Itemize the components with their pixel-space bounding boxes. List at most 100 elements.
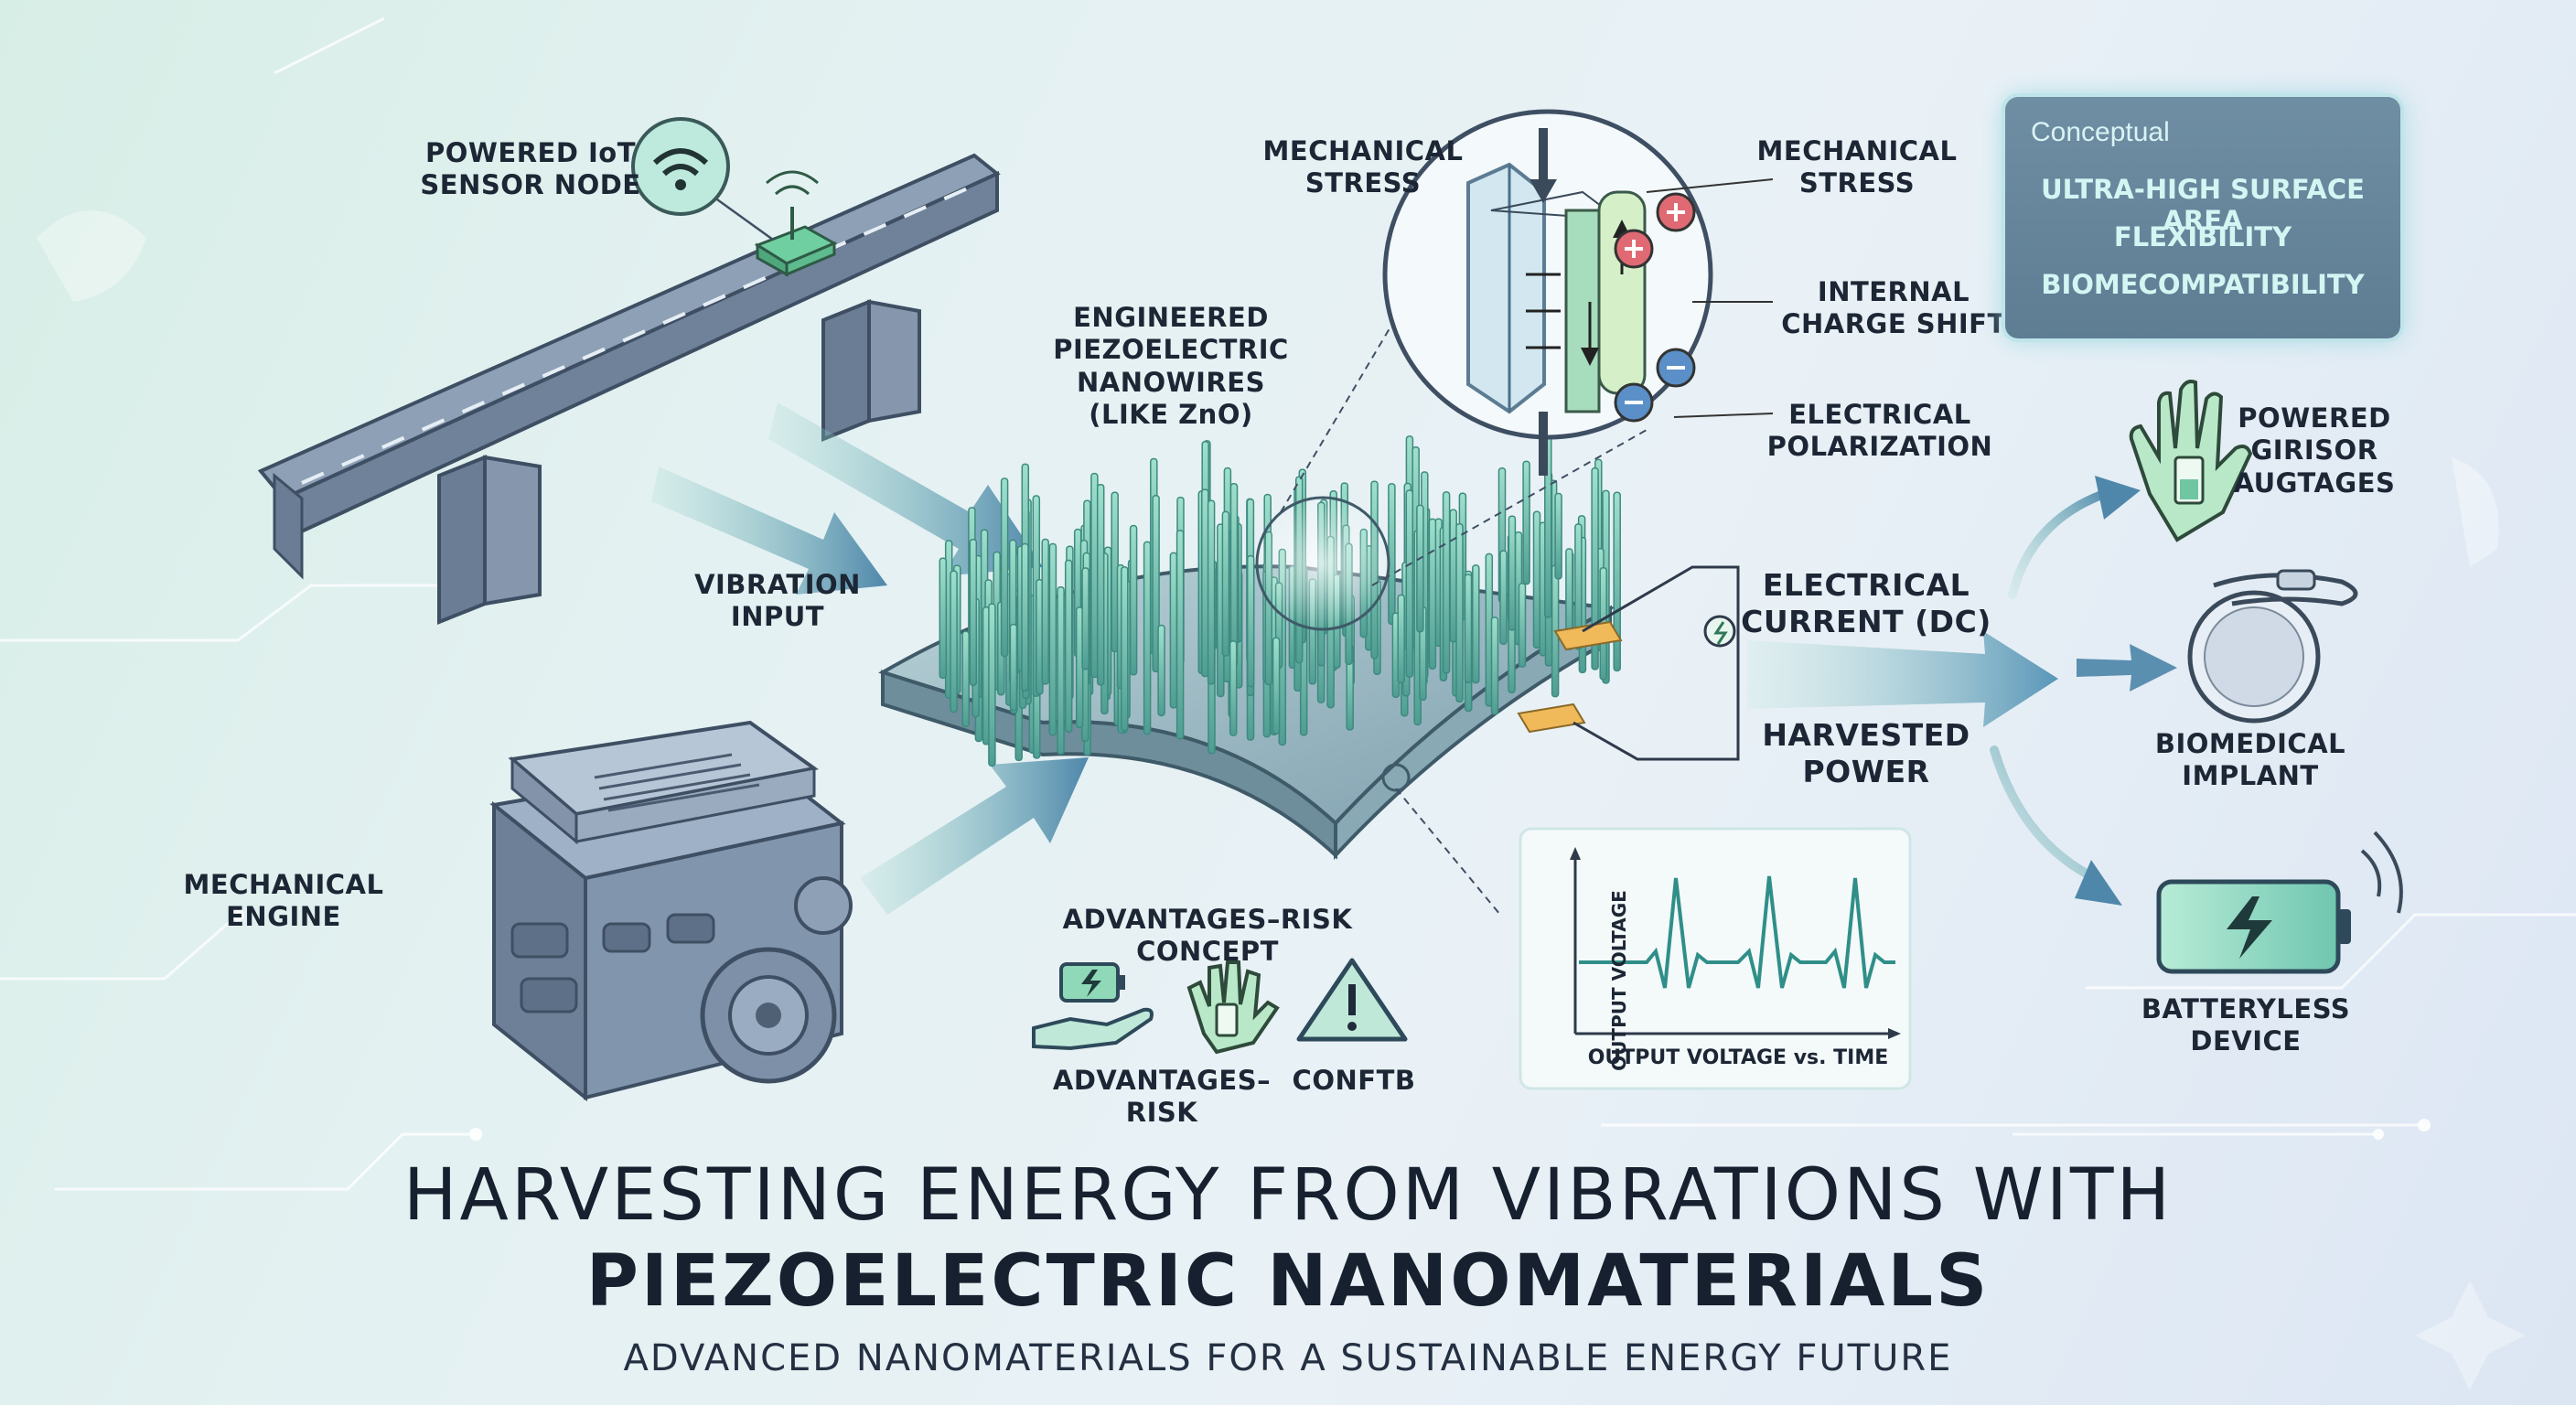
label-line: BATTERYLESS xyxy=(2141,993,2351,1024)
warning-icon xyxy=(1296,958,1408,1042)
nanowire xyxy=(1449,509,1457,643)
battery-icon xyxy=(2156,831,2403,974)
nanowire xyxy=(1388,483,1396,626)
nanowire xyxy=(1175,530,1185,740)
wifi-icon xyxy=(631,117,730,216)
nanowire xyxy=(950,570,958,713)
nanowire xyxy=(1272,637,1281,735)
label-powered-sensor: POWERED GIRISOR AUGTAGES xyxy=(2214,402,2415,499)
nanowire xyxy=(1207,499,1216,685)
label-line: ENGINE xyxy=(226,901,341,933)
power-flow-arrow xyxy=(1747,631,2177,727)
nanowire xyxy=(939,557,948,680)
label-line: MECHANICAL xyxy=(1756,135,1958,166)
nanowire xyxy=(1405,489,1414,678)
nanowire xyxy=(1591,467,1599,670)
label-line: POLARIZATION xyxy=(1766,431,1993,463)
label-polarization: ELECTRICAL POLARIZATION xyxy=(1747,399,2012,464)
label-vibration-input: VIBRATION INPUT xyxy=(668,569,887,634)
label-line: SENSOR NODE xyxy=(420,169,641,201)
nanowire xyxy=(1397,594,1405,684)
nanowire-array xyxy=(878,421,1621,861)
label-charge-shift: INTERNAL CHARGE SHIFT xyxy=(1766,276,2022,341)
nanowire xyxy=(1000,477,1009,658)
nanowire xyxy=(1081,567,1089,670)
nanowire xyxy=(1048,542,1057,736)
label-line: (LIKE ZnO) xyxy=(1089,399,1253,431)
label-nanowires: ENGINEERED PIEZOELECTRIC NANOWIRES (LIKE… xyxy=(1025,302,1317,432)
nanowire xyxy=(1201,488,1209,678)
label-sensor-node: POWERED IoT SENSOR NODE xyxy=(402,137,659,202)
label-line: ELECTRICAL xyxy=(1762,567,1970,603)
hand-battery-icon xyxy=(1032,962,1154,1051)
nanowire xyxy=(1428,518,1437,670)
positive-charge-icon xyxy=(1614,192,1696,269)
zoom-lines xyxy=(1280,264,1648,916)
nanowire xyxy=(969,538,978,686)
label-line: BIOMEDICAL xyxy=(2154,728,2346,759)
nanowire xyxy=(1121,566,1129,732)
label-adv-risk: ADVANTAGES–RISK xyxy=(1025,1065,1299,1130)
nanowire xyxy=(1464,574,1473,683)
label-line: CHARGE SHIFT xyxy=(1781,308,2006,340)
concept-item-surface-area: ULTRA-HIGH SURFACE AREA xyxy=(2041,174,2365,236)
zoom-circle xyxy=(1382,109,1774,476)
nanowire xyxy=(1518,583,1527,668)
nanowire xyxy=(1490,617,1499,715)
nanowire xyxy=(1229,483,1239,667)
label-adv-concept: ADVANTAGES–RISK CONCEPT xyxy=(997,904,1418,969)
label-batteryless: BATTERYLESS DEVICE xyxy=(2122,993,2369,1058)
voltage-waveform xyxy=(1579,875,1895,989)
page-title-line2: PIEZOELECTRIC NANOMATERIALS xyxy=(585,1240,1991,1323)
label-line: AUGTAGES xyxy=(2233,467,2396,499)
nanowire xyxy=(1613,491,1621,672)
label-line: GIRISOR xyxy=(2250,434,2378,467)
page-title-line1: HARVESTING ENERGY FROM VIBRATIONS WITH xyxy=(402,1154,2174,1237)
nanowire xyxy=(988,603,996,767)
nanowire xyxy=(1532,510,1541,649)
label-line: POWERED xyxy=(2238,402,2391,434)
background-decoration xyxy=(37,210,2525,1390)
label-stress-left: MECHANICAL STRESS xyxy=(1244,135,1482,200)
nanowire xyxy=(1455,522,1464,703)
concept-item-biocompatibility: BIOMECOMPATIBILITY xyxy=(2041,269,2365,300)
concept-item-flexibility: FLEXIBILITY xyxy=(2113,221,2292,252)
nanowire xyxy=(1041,538,1049,685)
label-current: ELECTRICAL CURRENT (DC) xyxy=(1738,567,1994,641)
label-line: ADVANTAGES–RISK xyxy=(1052,1065,1272,1129)
label-line: POWERED IoT xyxy=(424,137,636,168)
nanowire xyxy=(1064,559,1073,733)
label-line: PIEZOELECTRIC xyxy=(1053,334,1289,366)
nanowire xyxy=(1157,624,1165,717)
label-line: POWER xyxy=(1802,754,1930,790)
label-confth: CONFTB xyxy=(1281,1065,1427,1097)
nanowire xyxy=(1246,554,1255,688)
label-line: STRESS xyxy=(1304,167,1422,199)
engine-arrow xyxy=(860,757,1089,915)
label-line: HARVESTED xyxy=(1762,717,1970,753)
label-line: IMPLANT xyxy=(2182,760,2319,792)
label-line: INPUT xyxy=(730,601,825,633)
branch-arrows xyxy=(1990,489,2109,883)
bridge-illustration xyxy=(257,153,1001,625)
label-line: CONFTB xyxy=(1292,1065,1416,1096)
label-line: MECHANICAL xyxy=(183,869,384,900)
nanowire xyxy=(1508,515,1517,631)
nanowire xyxy=(1129,524,1138,676)
label-implant: BIOMEDICAL IMPLANT xyxy=(2141,728,2360,793)
nanowire xyxy=(1096,483,1105,686)
nanowire xyxy=(1554,492,1562,580)
implant-icon xyxy=(2187,569,2358,724)
label-line: ADVANTAGES–RISK CONCEPT xyxy=(1062,904,1353,968)
nanowire xyxy=(1442,491,1451,674)
nanowire xyxy=(1090,472,1099,679)
nanowire xyxy=(1169,552,1178,709)
nanowire xyxy=(1472,564,1480,684)
voltage-plot xyxy=(1519,827,1912,1090)
nanowire xyxy=(1221,510,1230,657)
page-subtitle: ADVANCED NANOMATERIALS FOR A SUSTAINABLE… xyxy=(623,1337,1953,1379)
nanowire xyxy=(1057,585,1065,756)
label-line: CURRENT (DC) xyxy=(1741,604,1991,640)
concept-panel-title: Conceptual xyxy=(2031,117,2170,147)
